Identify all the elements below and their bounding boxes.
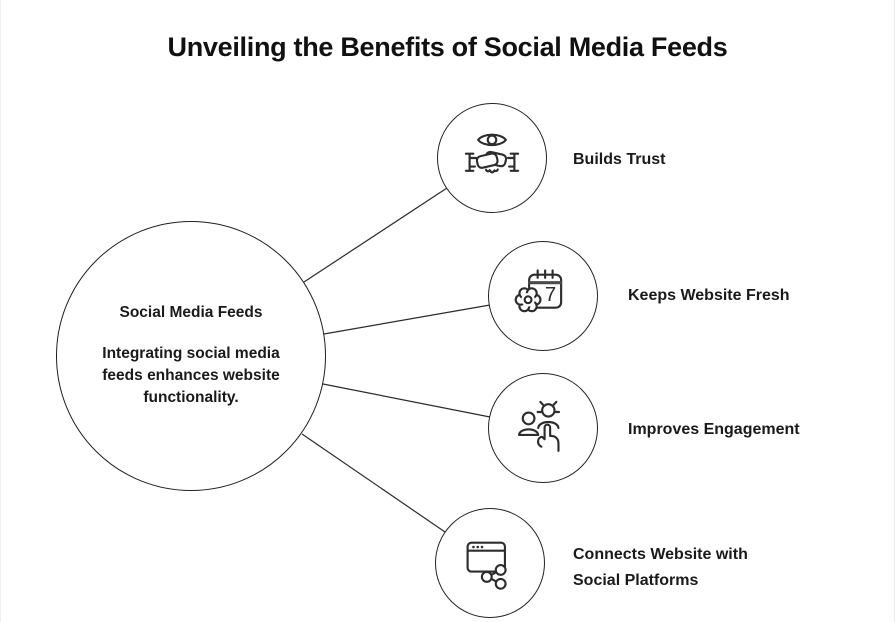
browser-window-share-icon: [458, 531, 522, 595]
node-label-improves-engagement: Improves Engagement: [628, 421, 800, 438]
node-keeps-website-fresh: 7: [488, 241, 598, 351]
node-improves-engagement: [488, 373, 598, 483]
calendar-gear-icon: 7: [511, 264, 575, 328]
calendar-day-number: 7: [545, 284, 556, 306]
connector-connects-social: [301, 433, 446, 533]
node-label-connects-social-platforms: Connects Website with Social Platforms: [573, 546, 748, 589]
hub-circle: Social Media Feeds Integrating social me…: [56, 221, 326, 491]
connector-improves-engage: [322, 383, 491, 418]
node-label-keeps-website-fresh: Keeps Website Fresh: [628, 287, 790, 304]
connector-keeps-fresh: [323, 304, 491, 335]
eye-handshake-trust-icon: [460, 126, 524, 190]
page-title: Unveiling the Benefits of Social Media F…: [167, 32, 728, 63]
node-connects-social-platforms: [435, 508, 545, 618]
node-builds-trust: [437, 103, 547, 213]
hub-description: Integrating social media feeds enhances …: [102, 344, 280, 406]
people-raised-hand-engagement-icon: [511, 396, 575, 460]
hub-title: Social Media Feeds: [119, 303, 263, 321]
node-label-builds-trust: Builds Trust: [573, 151, 666, 168]
connector-builds-trust: [303, 187, 448, 283]
